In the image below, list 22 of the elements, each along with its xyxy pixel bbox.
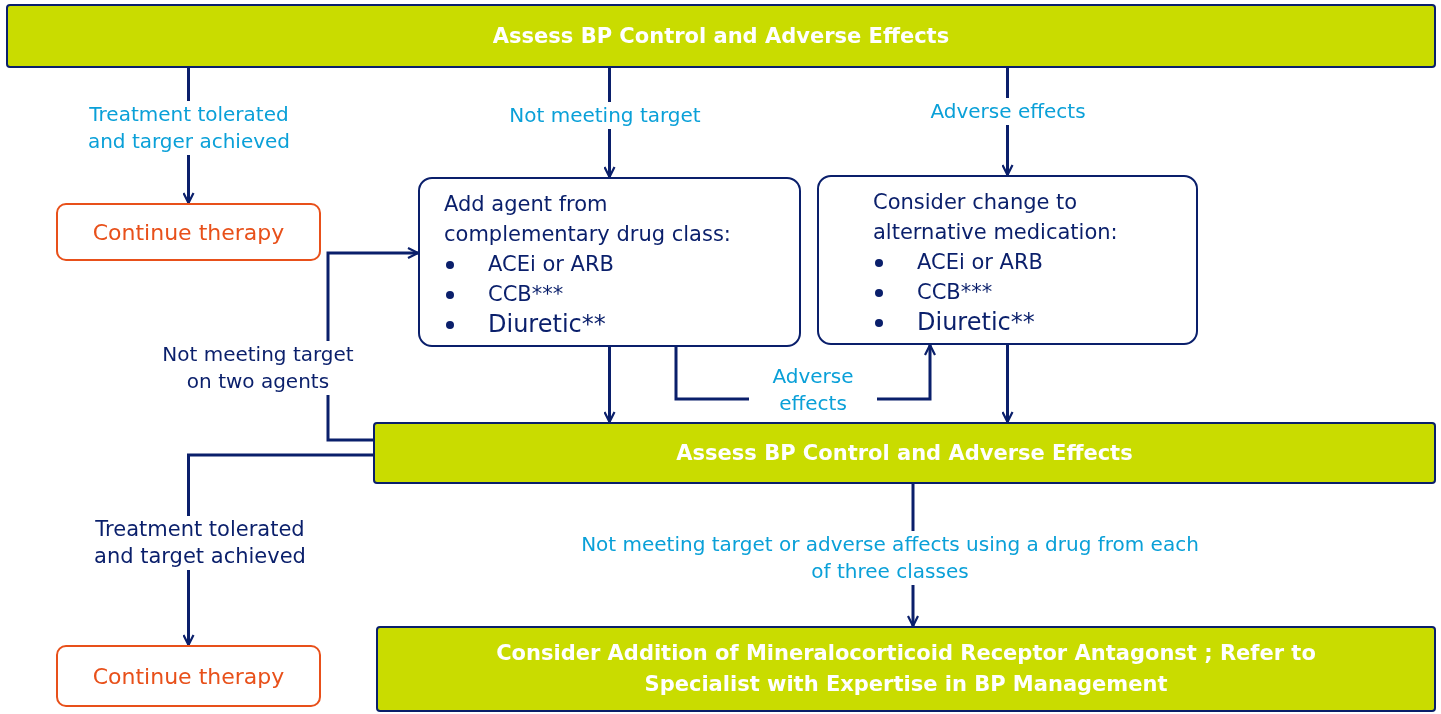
arrow xyxy=(603,347,616,424)
outcome-box xyxy=(56,203,321,261)
arrow xyxy=(1001,345,1014,424)
bullet-item: Diuretic** xyxy=(488,310,606,338)
process-box xyxy=(6,4,1436,68)
box-heading: Consider change to alternative medication: xyxy=(873,189,1119,246)
box-text: Consider Addition of Mineralocorticoid Receptor Antagonst ; Refer to Specialist with Expertise in BP Management xyxy=(495,640,1317,698)
bullet-item: CCB*** xyxy=(917,280,993,304)
box-text: Continue therapy xyxy=(92,663,285,689)
outcome-box xyxy=(56,645,321,707)
option-box xyxy=(418,177,801,347)
bullet-item: Diuretic** xyxy=(917,308,1035,336)
process-box xyxy=(376,626,1436,712)
bullet-item: ACEi or ARB xyxy=(917,250,1043,274)
box-text: Assess BP Control and Adverse Effects xyxy=(676,441,1133,465)
process-box xyxy=(373,422,1436,484)
bullet-item: ACEi or ARB xyxy=(488,252,614,276)
bullet-item: CCB*** xyxy=(488,282,564,306)
box-heading: Add agent from complementary drug class: xyxy=(444,191,732,248)
box-text: Assess BP Control and Adverse Effects xyxy=(492,24,950,48)
box-text: Continue therapy xyxy=(92,219,285,245)
option-box xyxy=(817,175,1198,345)
